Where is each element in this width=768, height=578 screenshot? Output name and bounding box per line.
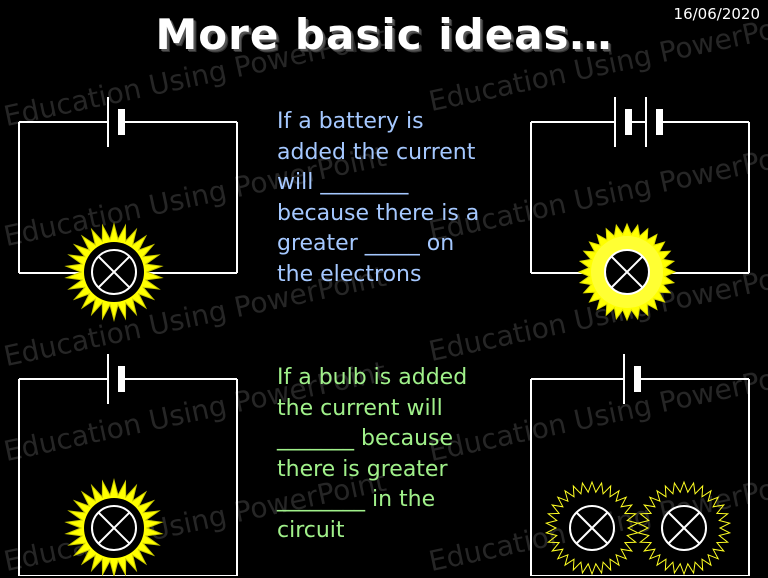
battery-question-line-1: If a battery is xyxy=(277,109,424,134)
cell-negative-plate xyxy=(118,109,125,135)
bulb-question-line-2: the current will xyxy=(277,395,443,421)
battery-question-line-2: added the current xyxy=(277,139,476,165)
battery-question-line-6: the electrons xyxy=(277,261,422,287)
cell-negative-plate xyxy=(656,109,663,135)
slide-title: More basic ideas… xyxy=(155,10,613,59)
battery-question-line-5: greater _____ on xyxy=(277,231,455,256)
circuit-1-single-battery-single-bulb xyxy=(18,97,238,322)
bulb-question-line-3: _______ because xyxy=(277,426,454,451)
bulb-question-line-4: there is greater xyxy=(277,456,448,482)
bulb-symbol xyxy=(604,249,650,295)
circuit-4-single-battery-two-bulbs xyxy=(530,354,750,576)
bulb-symbol xyxy=(91,249,137,295)
bulb-question-line-1: If a bulb is added xyxy=(277,365,468,390)
circuit-3-single-battery-single-bulb xyxy=(18,354,238,576)
bulb-question: If a bulb is added the current will ____… xyxy=(277,363,517,546)
battery-question-line-3: will ________ xyxy=(277,170,409,195)
battery-question: If a battery is added the current will _… xyxy=(277,107,517,290)
bulb-question-line-6: circuit xyxy=(277,517,345,543)
bulb-symbol xyxy=(569,505,615,551)
battery-question-line-4: because there is a xyxy=(277,200,480,226)
circuit-2-double-battery-single-bulb xyxy=(530,97,750,322)
cell-negative-plate xyxy=(625,109,632,135)
circuits-layer xyxy=(18,97,750,576)
cell-negative-plate xyxy=(118,366,125,392)
slide-date: 16/06/2020 xyxy=(673,5,760,23)
bulb-symbol xyxy=(91,505,137,551)
bulb-question-line-5: ________ in the xyxy=(277,487,436,512)
bulb-symbol xyxy=(661,505,707,551)
cell-negative-plate xyxy=(634,366,641,392)
